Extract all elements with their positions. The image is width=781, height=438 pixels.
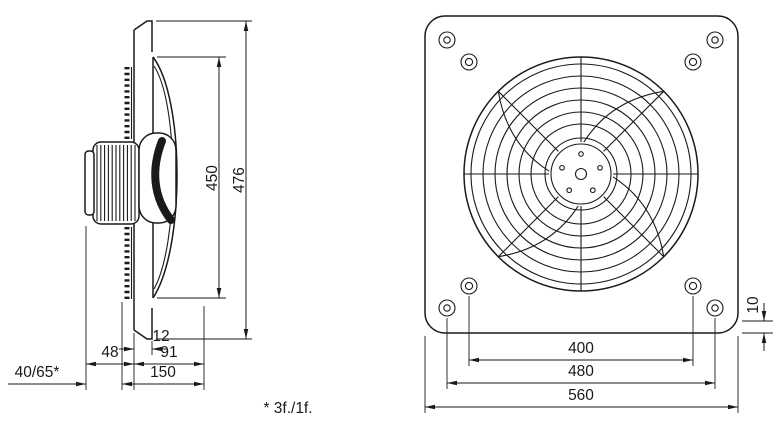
grille-support-arms <box>497 90 665 258</box>
front-view: 400 480 560 10 <box>424 15 773 413</box>
grille-hub <box>559 151 603 194</box>
guard-grille <box>463 56 699 292</box>
corner-hole <box>706 299 724 317</box>
mounting-hole <box>684 277 702 295</box>
side-view-horizontal-dimensions: 12 48 91 150 40/65* <box>8 328 204 387</box>
corner-screw-holes <box>438 31 724 317</box>
motor-front-cap <box>84 150 95 216</box>
mounting-hole <box>684 53 702 71</box>
corner-hole <box>438 31 456 49</box>
guard-serration-bottom <box>124 227 133 299</box>
grille-spokes <box>464 57 698 291</box>
mounting-hole <box>460 277 478 295</box>
guard-serration-top <box>124 67 133 139</box>
dim-mounting-hole-pitch: 400 <box>568 340 594 357</box>
motor-ribs <box>96 145 136 221</box>
corner-hole <box>706 31 724 49</box>
dim-corner-hole-pitch: 480 <box>568 363 594 380</box>
mounting-holes <box>460 53 702 295</box>
side-view-extension-lines <box>85 226 205 390</box>
dim-motor-extension: 40/65* <box>15 364 60 381</box>
motor-body <box>84 141 140 225</box>
dim-motor-depth: 48 <box>101 344 118 361</box>
dim-plate-offset: 12 <box>152 328 169 345</box>
dim-total-depth: 150 <box>150 364 176 381</box>
front-view-dimensions: 400 480 560 10 <box>424 296 773 413</box>
footnote: * 3f./1f. <box>263 400 312 417</box>
dim-plate-width: 560 <box>568 387 594 404</box>
impeller-blade <box>151 137 175 224</box>
dim-fan-diameter: 450 <box>204 165 221 191</box>
dim-flange-depth: 10 <box>745 296 762 314</box>
corner-hole <box>438 299 456 317</box>
side-view: 450 476 12 48 91 150 <box>8 20 252 390</box>
dim-front-depth: 91 <box>160 344 177 361</box>
mounting-hole <box>460 53 478 71</box>
impeller-hub <box>138 132 177 224</box>
dim-overall-height: 476 <box>231 167 248 193</box>
